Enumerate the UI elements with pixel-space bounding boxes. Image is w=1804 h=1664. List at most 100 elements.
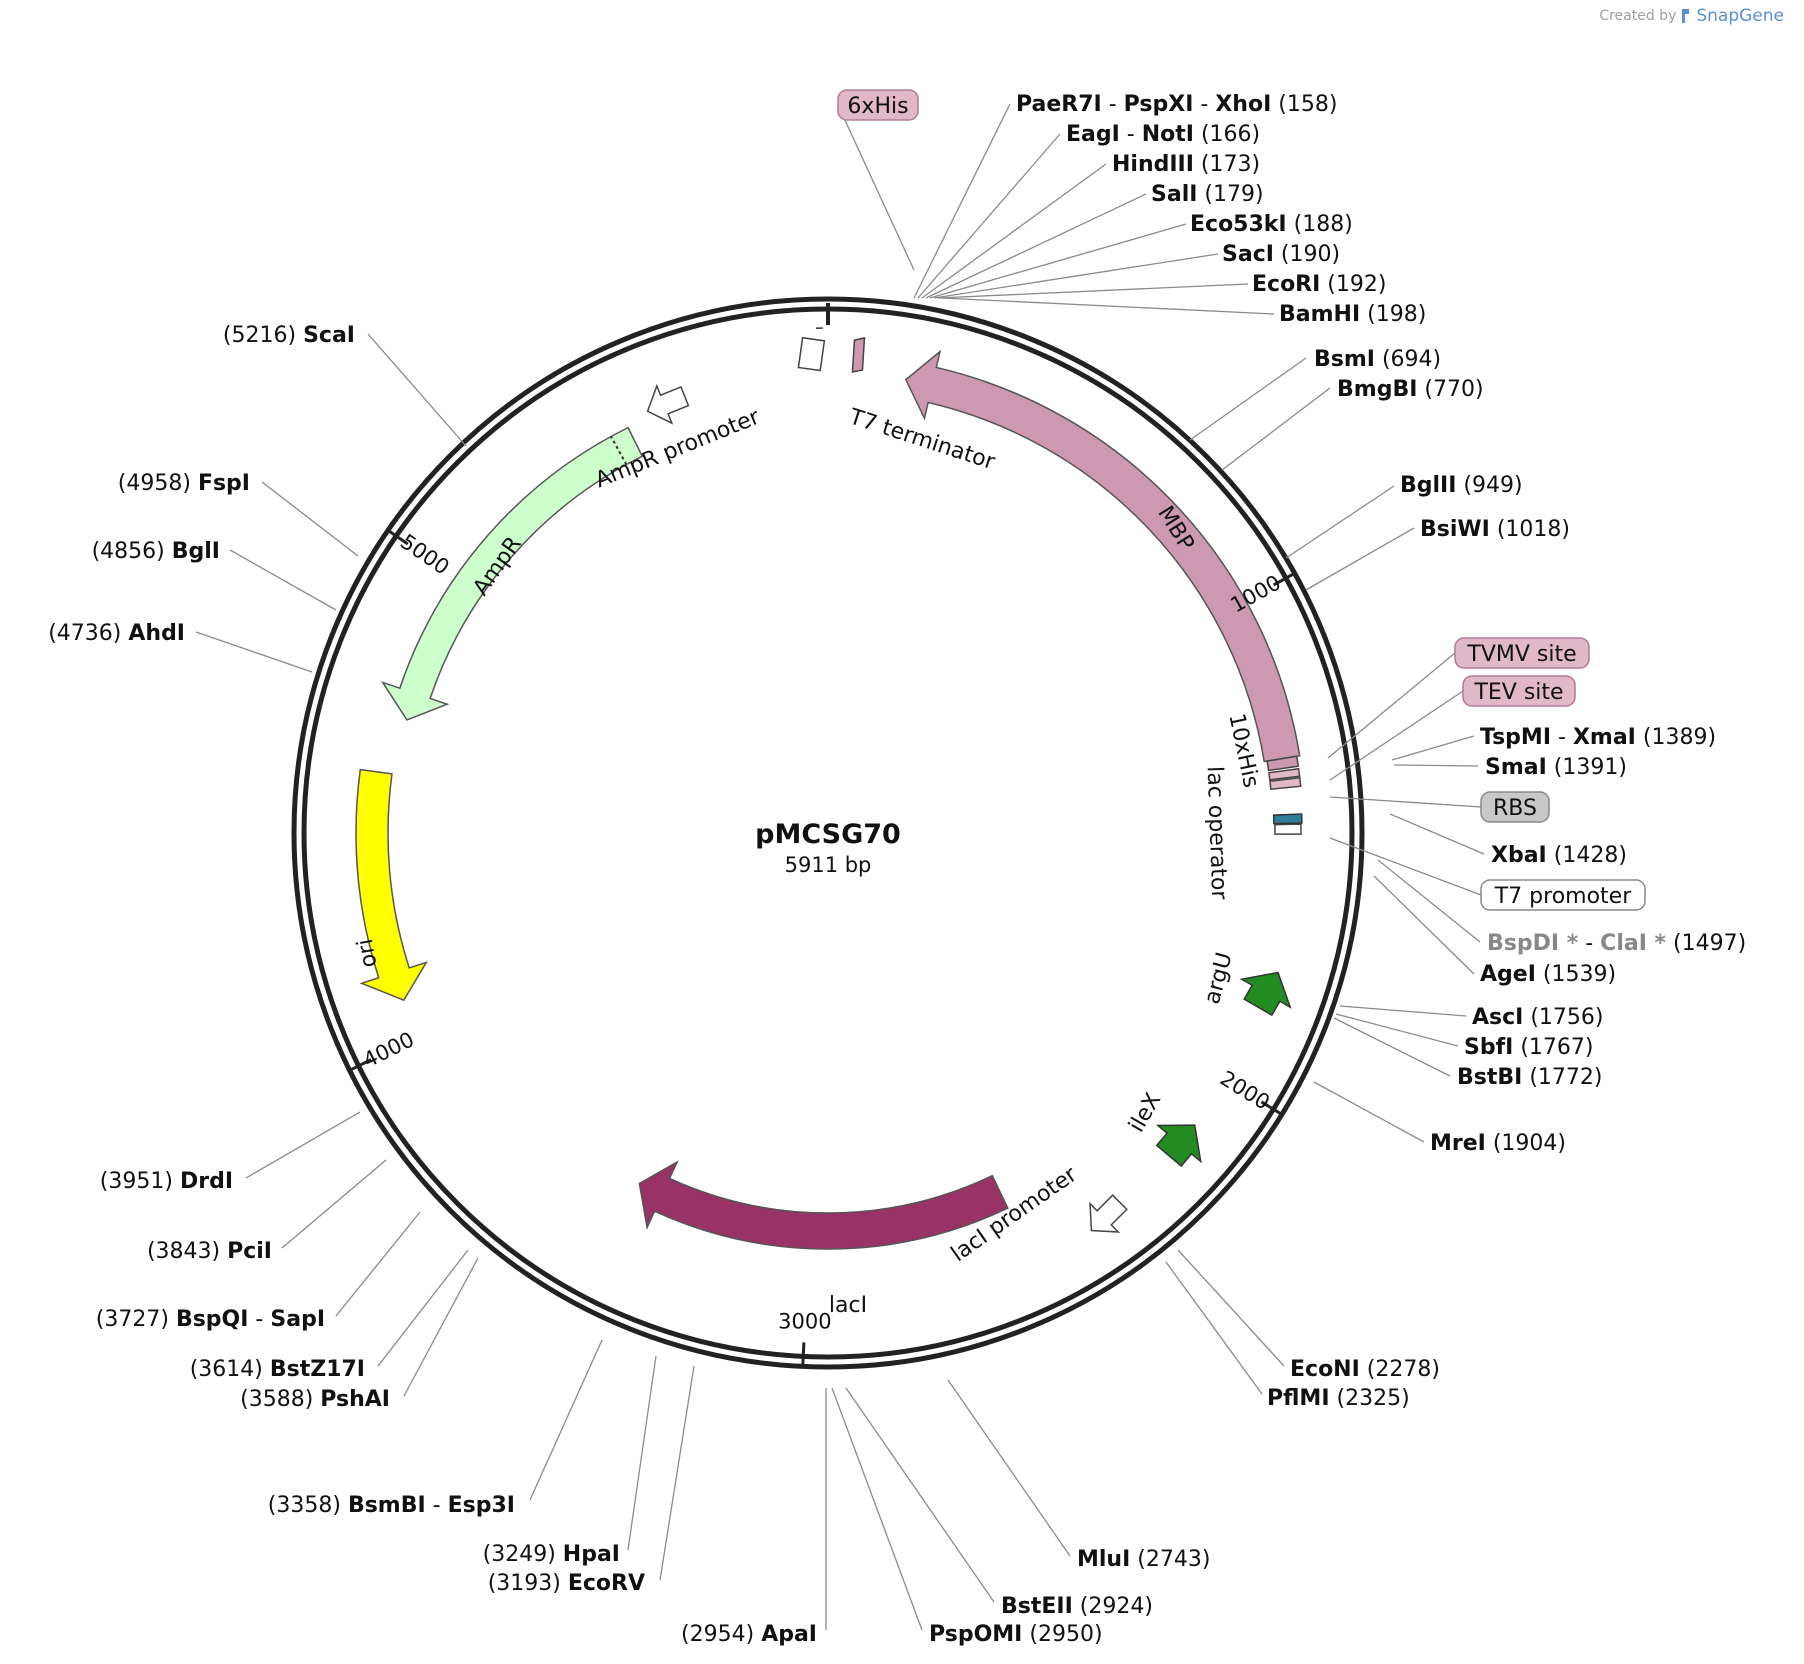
enzyme-name: FspI xyxy=(198,471,250,496)
leader-saci xyxy=(933,253,1219,299)
label-ilex: ileX xyxy=(1124,1089,1166,1137)
site-bspdi-clai: BspDI * - ClaI * (1497) xyxy=(1487,931,1746,956)
enzyme-name: ApaI xyxy=(761,1622,817,1647)
site-smai: SmaI (1391) xyxy=(1485,755,1627,780)
site-saci: SacI (190) xyxy=(1222,242,1340,267)
feature-ilex xyxy=(1155,1124,1202,1168)
tick-label-3000: 3000 xyxy=(778,1309,831,1333)
site-mlui: MluI (2743) xyxy=(1077,1547,1210,1572)
site-position: (1767) xyxy=(1513,1035,1593,1060)
site-sali: SalI (179) xyxy=(1151,182,1264,207)
site-bstbi: BstBI (1772) xyxy=(1457,1065,1603,1090)
site-position: (2950) xyxy=(1022,1622,1102,1647)
leader-bspqi-sapi xyxy=(335,1211,421,1317)
enzyme-name: SbfI xyxy=(1464,1035,1513,1060)
site-position: (198) xyxy=(1360,302,1426,327)
enzyme-name: AgeI xyxy=(1480,962,1536,987)
feature-lac-operator xyxy=(1274,823,1302,835)
tick-mark-3000 xyxy=(801,1342,806,1365)
plasmid-name: pMCSG70 xyxy=(755,819,901,850)
leader-mlui xyxy=(947,1379,1071,1557)
enzyme-name: HpaI xyxy=(563,1542,620,1567)
enzyme-name: TspMI xyxy=(1480,725,1551,750)
leader-pcii xyxy=(281,1159,387,1249)
site-position: (3614) xyxy=(190,1357,270,1382)
leader-bglii xyxy=(1285,485,1395,559)
enzyme-name: BsmI xyxy=(1314,347,1375,372)
leader-pspomi xyxy=(831,1387,923,1631)
site-agei: AgeI (1539) xyxy=(1480,962,1616,987)
leader-scai xyxy=(367,333,467,447)
callout-6xhis: 6xHis xyxy=(847,94,908,119)
site-position: (2743) xyxy=(1130,1547,1210,1572)
label-laci: lacI xyxy=(829,1293,867,1318)
separator: - xyxy=(1551,725,1573,750)
enzyme-name: PaeR7I xyxy=(1016,92,1102,117)
site-position: (3951) xyxy=(100,1169,180,1194)
label-argu: argU xyxy=(1200,950,1238,1007)
leader-bsmbi-esp3i xyxy=(529,1339,603,1501)
ampr-promoter-boundary xyxy=(610,435,628,466)
leader-mrei xyxy=(1313,1081,1425,1143)
site-position: (694) xyxy=(1375,347,1441,372)
site-ahdi: (4736) AhdI xyxy=(48,621,185,646)
feature-ampr xyxy=(380,426,644,721)
leader-pflmi xyxy=(1165,1261,1263,1395)
enzyme-name: BstBI xyxy=(1457,1065,1522,1090)
enzyme-name: BspDI * xyxy=(1487,931,1579,956)
site-position: (5216) xyxy=(223,323,303,348)
site-bsteii: BstEII (2924) xyxy=(1001,1594,1153,1619)
site-position: (2278) xyxy=(1360,1357,1440,1382)
snapgene-logo-icon xyxy=(1682,9,1690,23)
site-position: (3843) xyxy=(147,1239,227,1264)
site-bgli: (4856) BglI xyxy=(92,539,220,564)
enzyme-name: SapI xyxy=(270,1307,325,1332)
site-position: (1018) xyxy=(1490,517,1570,542)
leader-agei xyxy=(1373,875,1475,975)
site-bmgbi: BmgBI (770) xyxy=(1337,377,1484,402)
site-position: (4958) xyxy=(118,471,198,496)
tick-label-4000: 4000 xyxy=(359,1027,418,1072)
leader-eagi-noti xyxy=(917,133,1061,299)
site-position: (166) xyxy=(1194,122,1260,147)
site-bsmi: BsmI (694) xyxy=(1314,347,1441,372)
tick-label-2000: 2000 xyxy=(1216,1066,1274,1115)
enzyme-name: MreI xyxy=(1430,1131,1486,1156)
site-position: (949) xyxy=(1456,473,1522,498)
leader-bsteii xyxy=(845,1387,995,1603)
leader-bsiwi xyxy=(1305,527,1415,591)
callout-box-tvmv-site xyxy=(1454,637,1590,669)
separator: - xyxy=(426,1493,448,1518)
separator: - xyxy=(1120,122,1142,147)
site-position: (3193) xyxy=(488,1571,568,1596)
enzyme-name: SacI xyxy=(1222,242,1274,267)
enzyme-name: PflMI xyxy=(1267,1386,1330,1411)
leader-xbai xyxy=(1389,813,1485,855)
plasmid-length: 5911 bp xyxy=(785,853,872,877)
enzyme-name: AscI xyxy=(1472,1005,1523,1030)
feature-ampr-promoter-arrow xyxy=(646,383,690,425)
site-position: (2954) xyxy=(681,1622,761,1647)
enzyme-name: PshAI xyxy=(320,1387,390,1412)
callout-tvmv-site: TVMV site xyxy=(1466,642,1576,667)
leader-bstbi xyxy=(1333,1017,1451,1077)
site-asci: AscI (1756) xyxy=(1472,1005,1604,1030)
tick-label-5000: 5000 xyxy=(396,529,454,579)
feature-tev-site xyxy=(1269,776,1302,791)
site-position: (1389) xyxy=(1636,725,1716,750)
callout-t7-promoter: T7 promoter xyxy=(1494,884,1632,909)
site-position: (1772) xyxy=(1522,1065,1602,1090)
callout-rbs: RBS xyxy=(1493,796,1537,821)
credit-prefix: Created by xyxy=(1599,8,1677,24)
enzyme-name: EcoNI xyxy=(1290,1357,1360,1382)
callout-tev-site: TEV site xyxy=(1473,680,1563,705)
feature-argu xyxy=(1239,971,1292,1017)
enzyme-name: XmaI xyxy=(1573,725,1636,750)
leader-hindiii xyxy=(921,163,1107,299)
site-position: (1904) xyxy=(1486,1131,1566,1156)
tick-mark-5000 xyxy=(388,530,409,546)
site-bamhi: BamHI (198) xyxy=(1279,302,1426,327)
enzyme-name: ScaI xyxy=(303,323,355,348)
leader-smai xyxy=(1393,764,1479,767)
